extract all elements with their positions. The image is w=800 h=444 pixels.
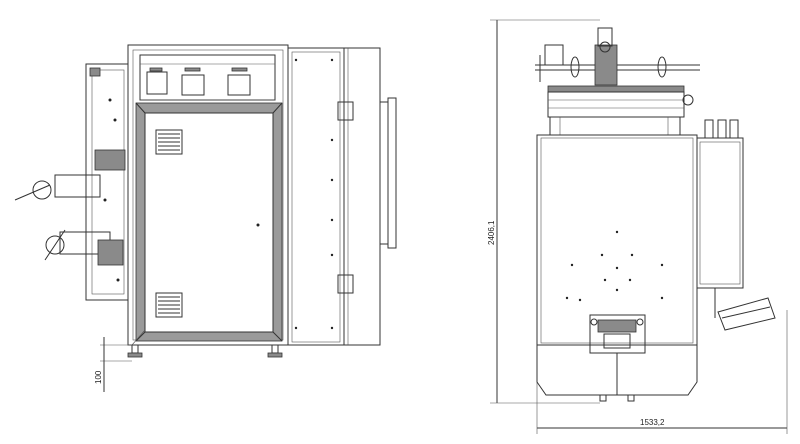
body-holes: [565, 230, 664, 302]
hinge-upper: [337, 101, 354, 121]
handle-bar: [387, 97, 397, 249]
unwind-mechanism: [14, 63, 129, 301]
roll-lower: [45, 235, 65, 255]
feet: [127, 329, 283, 358]
front-view: 100: [14, 44, 397, 392]
side-view: 2406,1 1533,2: [487, 19, 788, 434]
dimension-height-label: 2406,1: [487, 220, 496, 245]
dimension-width: 1533,2: [536, 310, 788, 434]
lower-vent-grille: [155, 292, 183, 318]
dimension-foot-clearance: 100: [94, 337, 132, 392]
side-cabinet: [696, 119, 744, 318]
roll-upper: [32, 180, 52, 200]
dimension-width-label: 1533,2: [640, 418, 665, 427]
dimension-height: 2406,1: [487, 19, 600, 404]
side-panel: [287, 47, 397, 346]
base-block: [589, 314, 646, 354]
machine-body: [536, 134, 698, 346]
top-window-section: [139, 54, 276, 101]
foot-pedal: [717, 297, 776, 331]
top-roller-assembly: [535, 27, 700, 136]
hinge-lower: [337, 274, 354, 294]
door-lock: [256, 223, 260, 227]
upper-vent-grille: [155, 129, 183, 155]
dimension-100-label: 100: [94, 370, 103, 384]
front-door: [135, 102, 283, 342]
motor: [594, 44, 618, 86]
bottom-housing: [536, 344, 698, 396]
